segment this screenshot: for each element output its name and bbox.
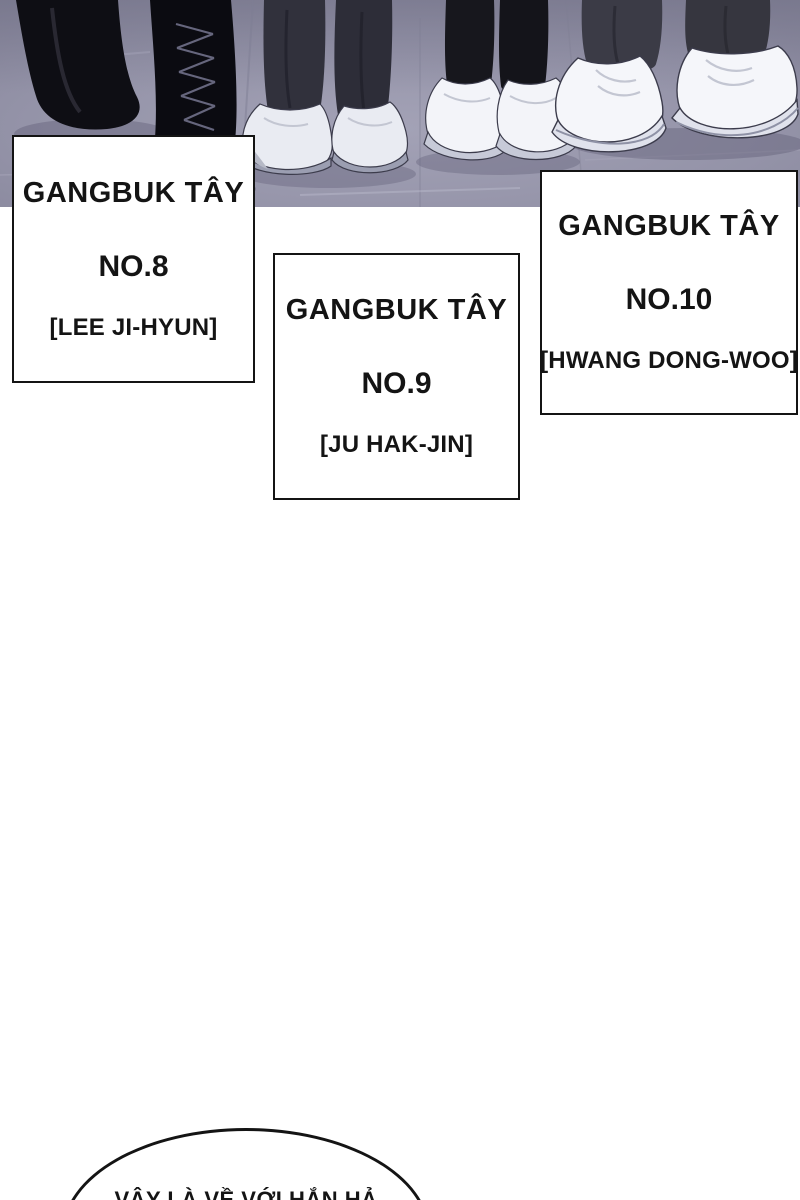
black-boot-left — [16, 0, 140, 130]
person-b-legs — [445, 0, 549, 94]
caption-box-no9: GANGBUK TÂY NO.9 [JU HAK-JIN] — [273, 253, 520, 500]
caption-box-no8: GANGBUK TÂY NO.8 [LEE JI-HYUN] — [12, 135, 255, 383]
caption-name: [HWANG DONG-WOO] — [540, 347, 798, 374]
caption-name: [LEE JI-HYUN] — [49, 313, 218, 341]
caption-name: [JU HAK-JIN] — [319, 431, 474, 458]
person-a-legs — [263, 0, 393, 124]
caption-box-no10: GANGBUK TÂY NO.10 [HWANG DONG-WOO] — [540, 170, 798, 415]
caption-number: NO.8 — [98, 249, 169, 283]
speech-bubble: VẬY LÀ VỀ VỚI HẮN HẢ — [62, 1128, 430, 1200]
person-a-sneakers — [240, 101, 409, 175]
caption-number: NO.10 — [625, 283, 713, 316]
caption-title: GANGBUK TÂY — [22, 176, 245, 209]
scene-illustration — [0, 0, 800, 207]
caption-number: NO.9 — [361, 367, 432, 400]
caption-title: GANGBUK TÂY — [558, 210, 780, 242]
speech-bubble-text: VẬY LÀ VỀ VỚI HẮN HẢ — [114, 1187, 378, 1200]
boot-laces — [175, 22, 216, 132]
person-c-sneakers — [551, 45, 799, 153]
person-c-legs — [581, 0, 771, 73]
caption-title: GANGBUK TÂY — [285, 294, 508, 326]
